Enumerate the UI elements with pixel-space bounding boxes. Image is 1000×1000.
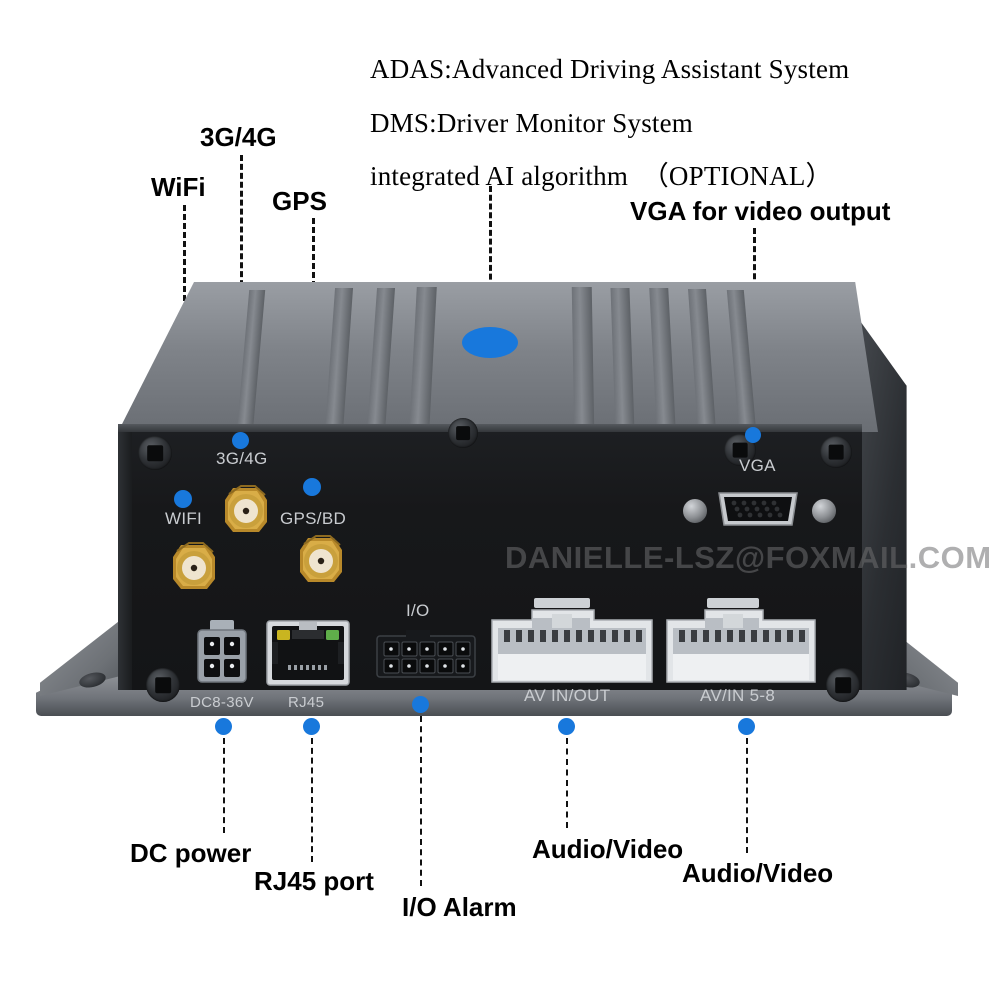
chassis-screw — [826, 668, 860, 702]
panel-label-wifi: WIFI — [165, 509, 203, 528]
marker-av-inout — [558, 718, 575, 735]
sma-connector-gps[interactable] — [290, 528, 352, 590]
panel-label-av-inout: AV IN/OUT — [524, 686, 611, 705]
chassis-screw — [820, 436, 852, 468]
vga-port[interactable] — [713, 487, 803, 531]
marker-vga — [745, 427, 761, 443]
callout-wifi: WiFi — [151, 172, 206, 202]
leader-line-ai — [489, 186, 492, 341]
marker-rj45 — [303, 718, 320, 735]
dc-power-connector[interactable] — [196, 618, 248, 684]
sma-connector-cellular[interactable] — [215, 478, 277, 540]
leader-line-av1 — [566, 738, 568, 828]
leader-line-dc — [223, 738, 225, 833]
callout-io-alarm: I/O Alarm — [402, 892, 517, 922]
panel-label-av-in58: AV/IN 5-8 — [700, 686, 776, 705]
chassis-screw — [138, 436, 172, 470]
marker-dc-power — [215, 718, 232, 735]
leader-line-rj45 — [311, 738, 313, 862]
marker-av-in58 — [738, 718, 755, 735]
chassis-screw — [146, 668, 180, 702]
vga-thumbscrew-left[interactable] — [683, 499, 707, 523]
callout-rj45-port: RJ45 port — [254, 866, 374, 896]
marker-ai-module — [462, 327, 518, 358]
note-ai-algorithm: integrated AI algorithm （OPTIONAL） — [370, 161, 833, 191]
panel-label-gps: GPS/BD — [280, 509, 347, 528]
callout-vga: VGA for video output — [630, 196, 891, 226]
sma-connector-wifi[interactable] — [163, 535, 225, 597]
watermark-text: DANIELLE-LSZ@FOXMAIL.COM — [505, 540, 992, 575]
panel-label-cellular: 3G/4G — [216, 449, 268, 468]
rj45-port[interactable] — [266, 620, 350, 686]
note-dms: DMS:Driver Monitor System — [370, 108, 694, 138]
panel-label-rj45: RJ45 — [288, 694, 325, 711]
av-inout-connector[interactable] — [490, 598, 654, 684]
io-alarm-connector[interactable] — [376, 630, 476, 678]
leader-line-io — [420, 716, 422, 886]
vga-thumbscrew-right[interactable] — [812, 499, 836, 523]
callout-av-inout: Audio/Video — [532, 834, 684, 864]
panel-label-vga: VGA — [739, 456, 776, 475]
marker-wifi — [174, 490, 192, 508]
panel-label-dc: DC8-36V — [190, 694, 254, 711]
chassis-screw — [448, 418, 478, 448]
heatsink-rib — [571, 287, 595, 432]
leader-line-av2 — [746, 738, 748, 853]
callout-cellular: 3G/4G — [200, 122, 277, 152]
face-left-bevel — [118, 432, 132, 690]
callout-dc-power: DC power — [130, 838, 252, 868]
marker-cellular — [232, 432, 249, 449]
marker-io-alarm — [412, 696, 429, 713]
panel-label-io: I/O — [406, 601, 430, 620]
av-in58-connector[interactable] — [665, 598, 817, 684]
marker-gps — [303, 478, 321, 496]
callout-av-in58: Audio/Video — [682, 858, 834, 888]
note-adas: ADAS:Advanced Driving Assistant System — [370, 54, 850, 84]
callout-gps: GPS — [272, 186, 327, 216]
